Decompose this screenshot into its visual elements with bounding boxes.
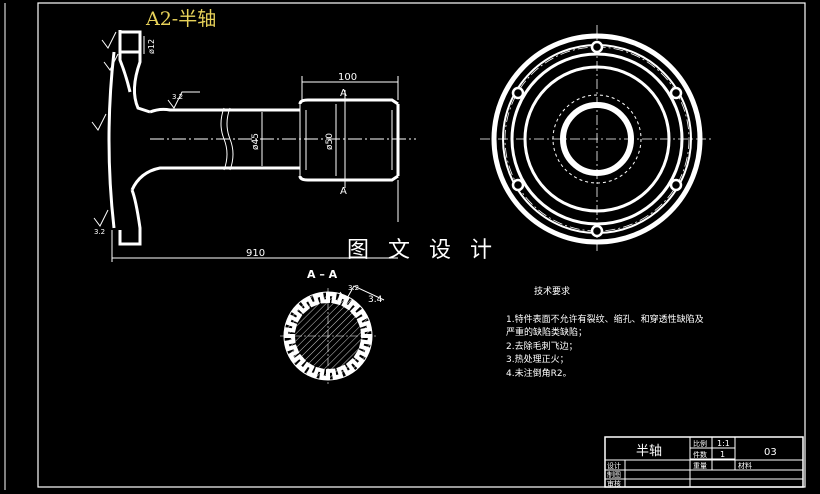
title-draw-label: 制图 — [607, 470, 621, 479]
dim-dia-end: ø50 — [325, 133, 335, 150]
title-qty-label: 件数 — [693, 450, 707, 459]
cut-mark-bottom: A — [340, 186, 347, 197]
roughness-label-shaft: 3.2 — [172, 93, 183, 101]
title-drawing-no: 03 — [764, 447, 777, 458]
section-view — [280, 285, 385, 384]
title-design-label: 设计 — [607, 461, 621, 470]
notes-item: 1.特件表面不允许有裂纹、缩孔、和穿透性缺陷及 — [506, 314, 704, 325]
notes-item: 4.未注倒角R2。 — [506, 368, 572, 379]
title-scale-label: 比例 — [693, 439, 707, 448]
title-qty-value: 1 — [720, 450, 725, 459]
flange-end-view — [480, 25, 714, 253]
title-check-label: 审核 — [607, 479, 621, 488]
title-part-name: 半轴 — [636, 444, 662, 459]
technical-notes: 技术要求 1.特件表面不允许有裂纹、缩孔、和穿透性缺陷及 严重的缺陷类缺陷； 2… — [506, 286, 776, 381]
title-weight-label: 重量 — [693, 462, 707, 470]
roughness-label-section-b: 3.4 — [368, 295, 383, 305]
dim-flange: ø12 — [147, 39, 156, 54]
drawing-title: A2-半轴 — [146, 8, 217, 30]
flange-bolt-holes — [511, 40, 683, 238]
dim-length-end: 100 — [338, 72, 357, 83]
title-scale-value: 1:1 — [717, 439, 730, 448]
title-block — [604, 436, 804, 488]
notes-item: 严重的缺陷类缺陷； — [506, 328, 588, 338]
dim-dia-shaft: ø45 — [251, 133, 261, 150]
notes-item: 2.去除毛刺飞边； — [506, 341, 578, 352]
notes-heading: 技术要求 — [534, 287, 571, 297]
cut-mark-top: A — [340, 88, 347, 99]
section-view-label: A – A — [307, 268, 338, 281]
dim-length-total: 910 — [246, 248, 265, 259]
notes-item: 3.热处理正火； — [506, 355, 569, 365]
shaft-side-view — [107, 30, 400, 246]
shaft-thin-lines — [91, 31, 416, 262]
roughness-label-section-a: 3.2 — [348, 284, 359, 292]
drawing-frame — [4, 2, 806, 490]
title-material-label: 材料 — [738, 461, 752, 470]
roughness-label-flange: 3.2 — [94, 228, 105, 236]
watermark: 图 文 设 计 — [347, 238, 498, 263]
